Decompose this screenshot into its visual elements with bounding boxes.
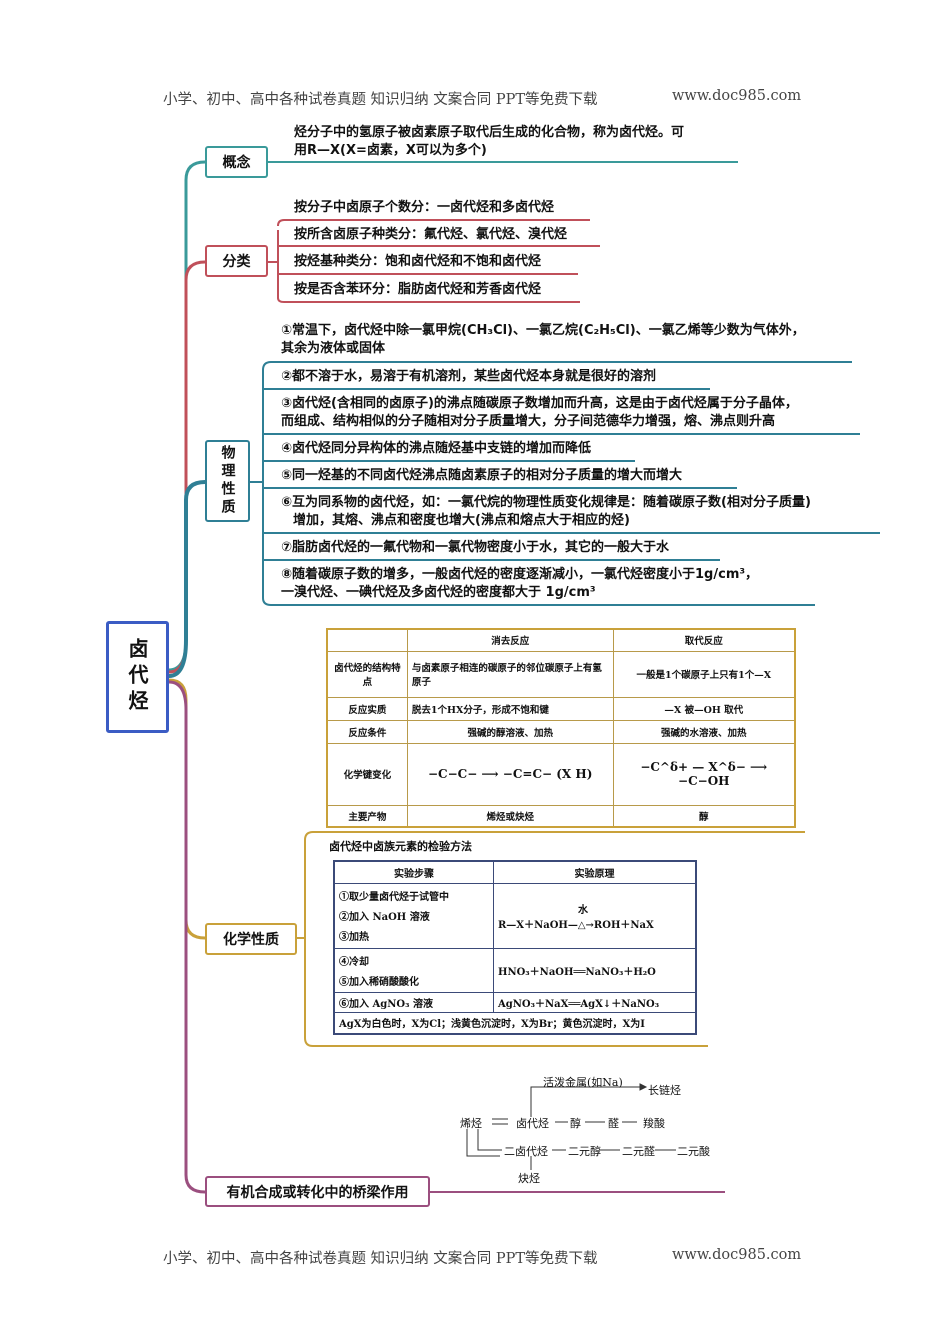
chemical-node[interactable]: 化学性质 [205,923,297,955]
classify-item: 按是否含苯环分：脂肪卤代烃和芳香卤代烃 [294,282,542,297]
physical-item-3: ③卤代烃(含相同的卤原子)的沸点随碳原子数增加而升高，这是由于卤代烃属于分子晶体… [281,396,798,429]
root-node[interactable]: 卤代烃 [106,621,169,733]
header-url[interactable]: www.doc985.com [672,88,802,104]
diagram-diol: 二元醇 [568,1145,601,1158]
diagram-aldehyde: 醛 [608,1117,619,1130]
classify-item: 按所含卤原子种类分：氟代烃、氯代烃、溴代烃 [294,227,568,242]
physical-item-6: ⑥互为同系物的卤代烃，如：一氯代烷的物理性质变化规律是：随着碳原子数(相对分子质… [281,495,811,528]
diagram-haloalkane: 卤代烃 [516,1117,549,1130]
physical-item-2: ②都不溶于水，易溶于有机溶剂，某些卤代烃本身就是很好的溶剂 [281,369,657,384]
diagram-acid: 羧酸 [643,1117,665,1130]
bridge-node[interactable]: 有机合成或转化中的桥梁作用 [205,1176,430,1207]
test-title: 卤代烃中卤族元素的检验方法 [329,840,472,853]
diagram-dihalo: 二卤代烃 [504,1145,548,1158]
diagram-alkene: 烯烃 [460,1117,482,1130]
classify-node[interactable]: 分类 [205,245,268,277]
classify-item: 按分子中卤原子个数分：一卤代烃和多卤代烃 [294,200,555,215]
concept-line-2: 用R—X(X=卤素，X可以为多个) [294,143,487,158]
diagram-long-chain: 长链烃 [648,1084,681,1097]
classify-item: 按烃基种类分：饱和卤代烃和不饱和卤代烃 [294,254,542,269]
physical-item-7: ⑦脂肪卤代烃的一氟代物和一氯代物密度小于水，其它的一般大于水 [281,540,670,555]
concept-node[interactable]: 概念 [205,146,268,178]
diagram-metal: 活泼金属(如Na) [543,1076,623,1089]
diagram-alcohol: 醇 [570,1117,581,1130]
concept-line-1: 烃分子中的氢原子被卤素原子取代后生成的化合物，称为卤代烃。可 [294,125,685,140]
diagram-diacid: 二元酸 [677,1145,710,1158]
physical-item-1: ①常温下，卤代烃中除一氯甲烷(CH₃Cl)、一氯乙烷(C₂H₅Cl)、一氯乙烯等… [281,323,805,356]
reaction-table: 消去反应取代反应 卤代烃的结构特点与卤素原子相连的碳原子的邻位碳原子上有氢原子一… [326,628,796,828]
physical-node[interactable]: 物理性质 [205,440,250,522]
physical-item-5: ⑤同一烃基的不同卤代烃沸点随卤素原子的相对分子质量的增大而增大 [281,468,683,483]
footer-url[interactable]: www.doc985.com [672,1247,802,1263]
physical-item-4: ④卤代烃同分异构体的沸点随烃基中支链的增加而降低 [281,441,592,456]
diagram-alkyne: 炔烃 [518,1172,540,1185]
footer-text: 小学、初中、高中各种试卷真题 知识归纳 文案合同 PPT等免费下载 [163,1251,598,1267]
diagram-dial: 二元醛 [622,1145,655,1158]
header-text: 小学、初中、高中各种试卷真题 知识归纳 文案合同 PPT等免费下载 [163,92,598,108]
physical-item-8: ⑧随着碳原子数的增多，一般卤代烃的密度逐渐减小，一氯代烃密度小于1g/cm³，一… [281,567,759,600]
